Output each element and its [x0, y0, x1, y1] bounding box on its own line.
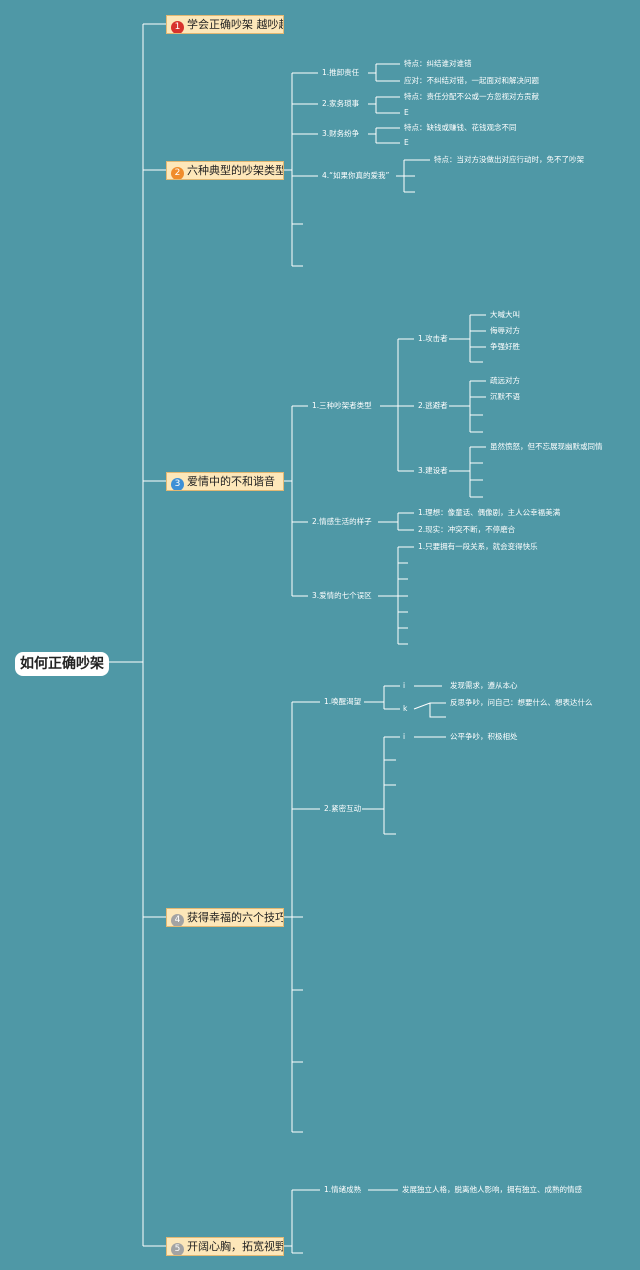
node-awaken-k[interactable]: k	[403, 704, 408, 713]
node-emotional-life[interactable]: 2.情感生活的样子	[312, 517, 372, 526]
node-blame-response[interactable]: 应对：不纠结对错，一起面对和解决问题	[404, 76, 539, 85]
node-attacker[interactable]: 1.攻击者	[418, 334, 448, 343]
node-awaken-desire[interactable]: 1.唤醒渴望	[324, 697, 362, 706]
node-avoider-2[interactable]: 沉默不语	[490, 392, 520, 401]
root-node[interactable]: 如何正确吵架	[15, 652, 109, 676]
branch-1-label: 学会正确吵架 越吵越有爱	[187, 18, 283, 31]
node-builder-1[interactable]: 虽然愤怒，但不忘展现幽默或同情	[490, 442, 603, 451]
badge-4: 4	[171, 914, 184, 926]
node-attacker-1[interactable]: 大喊大叫	[490, 310, 520, 319]
node-attacker-3[interactable]: 争强好胜	[490, 342, 520, 351]
badge-3: 3	[171, 478, 184, 490]
node-emotional-maturity[interactable]: 1.情绪成熟	[324, 1185, 362, 1194]
node-three-types[interactable]: 1.三种吵架者类型	[312, 401, 372, 410]
node-blame[interactable]: 1.推卸责任	[322, 68, 360, 77]
node-finance-trait[interactable]: 特点：缺钱或赚钱、花钱观念不同	[404, 123, 517, 132]
node-seven-myths[interactable]: 3.爱情的七个误区	[312, 591, 372, 600]
node-reflect[interactable]: 反思争吵，问自己：想要什么、想表达什么	[450, 698, 593, 707]
branch-3-label: 爱情中的不和谐音	[187, 475, 275, 488]
node-fair-argument[interactable]: 公平争吵，积极相处	[450, 732, 518, 741]
node-ideal[interactable]: 1.理想：像童话、偶像剧，主人公幸福美满	[418, 508, 561, 517]
branch-2-label: 六种典型的吵架类型	[187, 164, 284, 177]
node-avoider[interactable]: 2.逃避者	[418, 401, 448, 410]
node-chores-e[interactable]: E	[404, 108, 409, 117]
node-reality[interactable]: 2.现实：冲突不断，不停磨合	[418, 525, 516, 534]
node-if-you-love-me[interactable]: 4.“如果你真的爱我”	[322, 171, 390, 180]
node-chores-trait[interactable]: 特点：责任分配不公或一方忽视对方贡献	[404, 92, 539, 101]
node-independent[interactable]: 发展独立人格，脱离他人影响，拥有独立、成熟的情感	[402, 1185, 582, 1194]
node-blame-trait[interactable]: 特点：纠结谁对谁错	[404, 59, 472, 68]
node-awaken-i[interactable]: i	[403, 681, 406, 690]
node-if-love-trait[interactable]: 特点：当对方没做出对应行动时，免不了吵架	[434, 155, 584, 164]
branch-5-label: 开阔心胸，拓宽视野	[187, 1240, 284, 1253]
node-finance-e[interactable]: E	[404, 138, 409, 147]
node-builder[interactable]: 3.建设者	[418, 466, 448, 475]
node-interaction-i[interactable]: i	[403, 732, 406, 741]
node-attacker-2[interactable]: 侮辱对方	[490, 326, 520, 335]
node-finance[interactable]: 3.财务纷争	[322, 129, 360, 138]
badge-5: 5	[171, 1243, 184, 1255]
node-close-interaction[interactable]: 2.紧密互动	[324, 804, 362, 813]
node-chores[interactable]: 2.家务琐事	[322, 99, 360, 108]
badge-1: 1	[171, 21, 184, 33]
branch-4-label: 获得幸福的六个技巧	[187, 911, 284, 924]
badge-2: 2	[171, 167, 184, 179]
node-myth-1[interactable]: 1.只要拥有一段关系，就会变得快乐	[418, 542, 538, 551]
node-avoider-1[interactable]: 疏远对方	[490, 376, 520, 385]
node-discover-needs[interactable]: 发现需求，遵从本心	[450, 681, 518, 690]
